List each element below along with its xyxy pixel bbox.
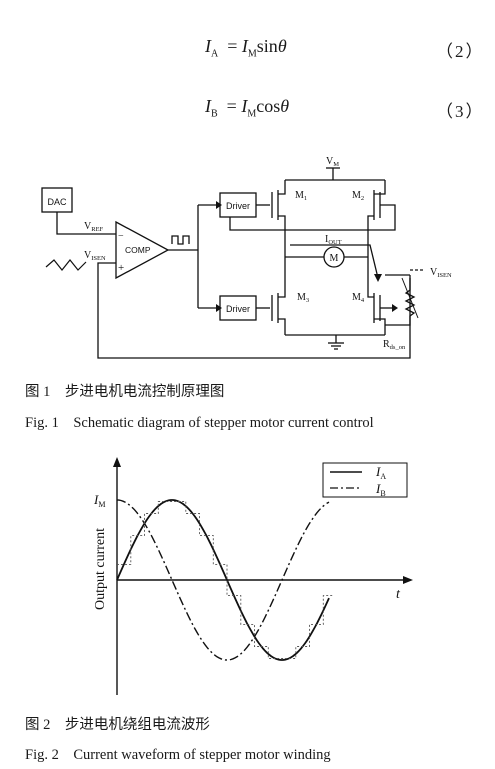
triangle-wave-icon [45,259,87,271]
fig1-caption-cn: 图 1 步进电机电流控制原理图 [25,384,225,400]
visen-left-label: VISEN [84,250,106,262]
fig1-schematic: DAC COMP Driver Driver − + VREF VISEN VI… [41,156,452,359]
driver-bottom-label: Driver [226,304,250,314]
comp-minus: − [118,231,124,242]
vref-label: VREF [84,221,104,233]
fig2-caption-cn: 图 2 步进电机绕组电流波形 [25,717,210,733]
m4-label: M4 [352,292,365,304]
series-ia-staircase [117,501,334,659]
equation-3-number: （3） [436,102,485,121]
equation-2: IA = IMsinθ [205,36,287,60]
motor-label: M [330,253,339,264]
dac-label: DAC [47,197,67,207]
comp-plus: + [118,262,124,274]
im-label: IM [93,492,105,509]
vm-label: VM [326,156,339,168]
comp-label: COMP [125,245,151,255]
fig2-legend-box [322,462,408,498]
y-axis-label: Output current [93,528,108,610]
iout-label: IOUT [325,234,342,246]
driver-top-label: Driver [226,201,250,211]
m2-label: M2 [352,190,364,202]
rds-label: Rds_on [383,339,406,351]
fig2-caption-en: Fig. 2 Current waveform of stepper motor… [25,747,331,763]
motor-symbol [323,246,345,268]
x-axis-label: t [396,587,401,602]
fig2-waveform: IM t Output current IA IB [93,457,413,695]
m1-label: M1 [295,190,307,202]
comparator [115,220,170,280]
series-ib-line [116,499,330,661]
visen-right-label: VISEN [430,267,452,279]
fig1-caption-en: Fig. 1 Schematic diagram of stepper moto… [25,415,374,431]
series-ia-line [116,499,330,661]
equation-2-number: （2） [436,42,485,61]
m3-label: M3 [297,292,309,304]
equation-3: IB = IMcosθ [205,96,290,120]
legend-ia: IA [375,464,386,481]
legend-ib: IB [375,481,386,498]
